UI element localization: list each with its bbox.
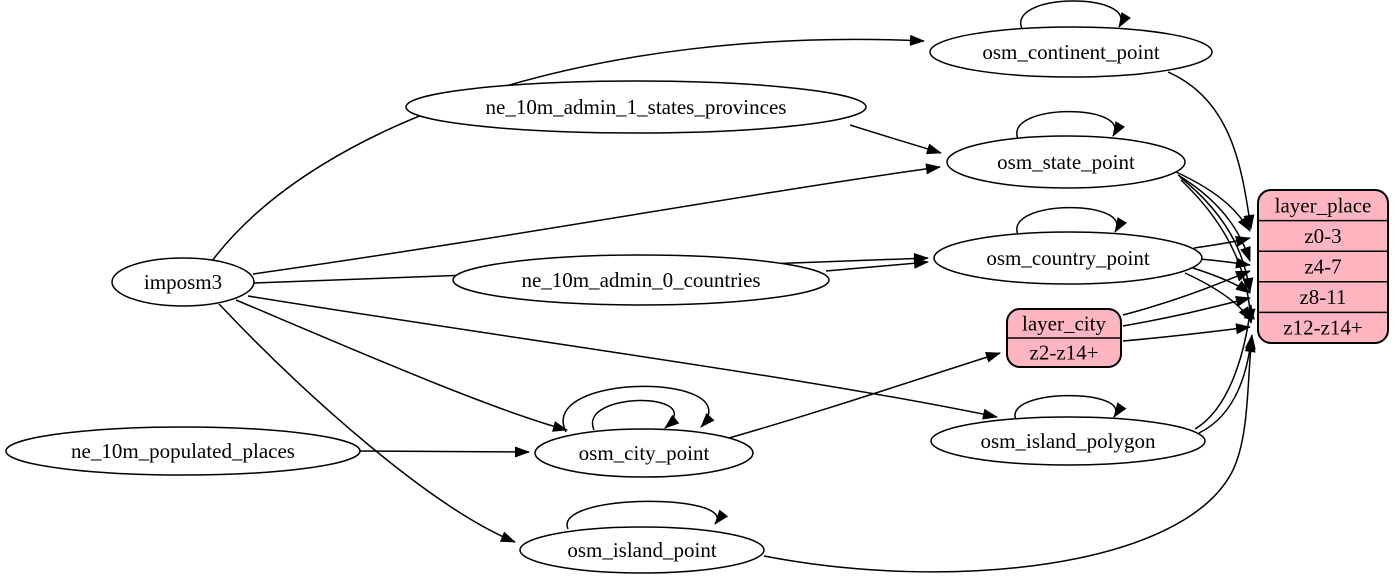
node-label-ne_10m_admin_0_countries: ne_10m_admin_0_countries: [521, 268, 760, 292]
node-label-imposm3: imposm3: [144, 270, 222, 294]
edge-osm_continent_point-to-osm_continent_point: [1019, 0, 1131, 30]
edges-group: [211, 0, 1256, 573]
edge-imposm3-to-osm_state_point: [252, 163, 941, 275]
node-label-osm_country_point: osm_country_point: [986, 246, 1149, 270]
node-shape-ne_10m_admin_0_countries: [452, 254, 830, 306]
node-osm_continent_point: osm_continent_point: [929, 26, 1213, 78]
edge-osm_state_point-to-layer_place:z4-7: [1177, 174, 1251, 262]
edge-ne_10m_admin_0_countries-to-osm_country_point: [825, 257, 929, 272]
edge-imposm3-to-osm_continent_point: [211, 34, 925, 262]
node-label-osm_island_polygon: osm_island_polygon: [980, 429, 1156, 453]
edge-osm_island_point-to-layer_place:z12-z14+: [763, 337, 1256, 573]
record-row-layer_city-0: z2-z14+: [1030, 341, 1099, 365]
edge-imposm3-to-osm_city_point: [235, 299, 568, 432]
record-row-layer_place-3: z12-z14+: [1283, 316, 1362, 340]
node-label-ne_10m_admin_1_states_provinces: ne_10m_admin_1_states_provinces: [486, 95, 787, 119]
edge-osm_country_point-to-osm_country_point: [1016, 206, 1127, 236]
edge-osm_country_point-to-layer_place:z12-z14+: [1184, 272, 1252, 322]
record-shape-layer_place: [1257, 189, 1389, 344]
edge-osm_city_point-to-osm_city_point: [562, 385, 715, 433]
edge-osm_island_polygon-to-layer_place:z8-11: [1194, 304, 1255, 430]
record-row-layer_place-2: z8-11: [1299, 285, 1346, 309]
node-imposm3: imposm3: [111, 257, 255, 307]
edge-osm_country_point-to-layer_place:z0-3: [1193, 236, 1251, 249]
node-label-osm_city_point: osm_city_point: [579, 441, 710, 465]
record-header-layer_place: layer_place: [1275, 193, 1372, 217]
node-osm_island_point: osm_island_point: [519, 526, 765, 574]
edge-ne_10m_admin_1_states_provinces-to-osm_state_point: [849, 124, 942, 155]
node-osm_city_point: osm_city_point: [534, 428, 754, 478]
edge-layer_city-to-layer_place:z12-z14+: [1122, 323, 1251, 342]
edge-osm_city_point-to-layer_city: [728, 351, 1001, 439]
node-layer_city: layer_city z2-z14+: [1006, 308, 1122, 368]
node-ne_10m_populated_places: ne_10m_populated_places: [5, 426, 361, 476]
edge-osm_city_point-to-osm_city_point: [591, 399, 680, 431]
node-shape-osm_island_polygon: [930, 416, 1206, 466]
node-shape-imposm3: [111, 257, 255, 307]
node-shape-osm_island_point: [519, 526, 765, 574]
edge-osm_island_point-to-osm_island_point: [566, 500, 729, 530]
edge-imposm3-to-osm_island_point: [218, 303, 516, 543]
nodes-group: imposm3 ne_10m_admin_1_states_provincesne…: [5, 26, 1389, 574]
node-osm_state_point: osm_state_point: [946, 135, 1186, 189]
edge-layer_city-to-layer_place:z4-7: [1122, 270, 1251, 316]
edge-layer_city-to-layer_place:z8-11: [1122, 296, 1251, 327]
node-layer_place: layer_place z0-3 z4-7 z8-11 z12-z14+: [1257, 189, 1389, 344]
edge-ne_10m_populated_places-to-osm_city_point: [359, 446, 530, 458]
node-osm_island_polygon: osm_island_polygon: [930, 416, 1206, 466]
node-label-osm_state_point: osm_state_point: [997, 150, 1135, 174]
node-label-ne_10m_populated_places: ne_10m_populated_places: [71, 439, 295, 463]
edge-osm_state_point-to-layer_place:z0-3: [1175, 171, 1251, 232]
node-shape-osm_country_point: [933, 231, 1203, 285]
edge-imposm3-to-osm_island_polygon: [247, 295, 998, 420]
node-label-osm_continent_point: osm_continent_point: [982, 40, 1159, 64]
record-row-layer_place-1: z4-7: [1304, 255, 1341, 279]
node-shape-ne_10m_populated_places: [5, 426, 361, 476]
record-row-layer_place-0: z0-3: [1304, 224, 1341, 248]
edge-osm_state_point-to-osm_state_point: [1016, 110, 1125, 140]
edge-osm_continent_point-to-layer_place:z0-3: [1167, 71, 1255, 230]
node-ne_10m_admin_0_countries: ne_10m_admin_0_countries: [452, 254, 830, 306]
node-shape-ne_10m_admin_1_states_provinces: [405, 80, 867, 134]
edge-osm_country_point-to-layer_place:z4-7: [1199, 257, 1251, 269]
edge-osm_island_polygon-to-osm_island_polygon: [1014, 394, 1127, 421]
node-shape-osm_city_point: [534, 428, 754, 478]
node-osm_country_point: osm_country_point: [933, 231, 1203, 285]
node-label-osm_island_point: osm_island_point: [567, 538, 717, 562]
edge-osm_island_polygon-to-layer_place:z12-z14+: [1198, 334, 1256, 434]
node-shape-osm_state_point: [946, 135, 1186, 189]
node-ne_10m_admin_1_states_provinces: ne_10m_admin_1_states_provinces: [405, 80, 867, 134]
node-shape-osm_continent_point: [929, 26, 1213, 78]
edge-osm_country_point-to-layer_place:z8-11: [1192, 267, 1251, 294]
record-header-layer_city: layer_city: [1022, 312, 1106, 336]
